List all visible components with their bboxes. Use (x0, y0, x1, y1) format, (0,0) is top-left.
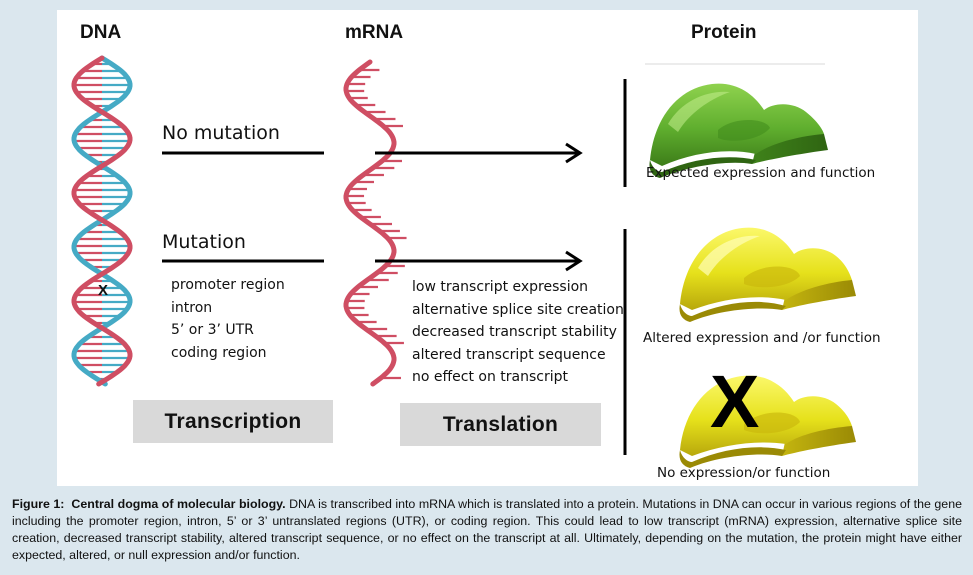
caption-text: DNA is transcribed into mRNA which is tr… (12, 497, 962, 562)
transcript-effect-item: altered transcript sequence (412, 346, 606, 363)
protein-expected (649, 83, 828, 178)
mutation-arrow (375, 250, 583, 272)
caption-label: Figure 1: (12, 497, 65, 511)
mutation-region-item: intron (171, 299, 213, 316)
transcript-effect-item: decreased transcript stability (412, 324, 617, 340)
null-protein-x-mark: X (710, 360, 760, 443)
transcript-effect-item: low transcript expression (412, 279, 589, 295)
protein-null (679, 375, 856, 468)
mutation-region-item: 5’ or 3’ UTR (171, 322, 254, 338)
mutation-regions-list: promoter region intron 5’ or 3’ UTR codi… (171, 274, 285, 364)
mrna-strand (343, 59, 407, 387)
dna-header: DNA (80, 22, 122, 43)
protein-altered (679, 227, 856, 322)
dna-helix (71, 55, 133, 387)
translation-label: Translation (442, 412, 559, 436)
protein-header: Protein (691, 22, 757, 43)
mrna-bases (346, 68, 407, 380)
no-mutation-label: No mutation (162, 122, 280, 144)
mutation-label: Mutation (162, 231, 246, 253)
null-outcome-label: No expression/or function (657, 465, 831, 481)
mutation-region-item: promoter region (171, 277, 285, 293)
transcript-effect-item: alternative splice site creation (412, 301, 624, 318)
transcription-label: Transcription (164, 409, 302, 433)
translation-box: Translation (400, 403, 601, 446)
mutation-region-item: coding region (171, 344, 267, 361)
expected-outcome-label: Expected expression and function (646, 165, 876, 181)
no-mutation-arrow (375, 142, 583, 164)
transcript-effects-list: low transcript expression alternative sp… (412, 276, 624, 389)
dna-strand-red (71, 55, 133, 387)
mrna-header: mRNA (345, 22, 404, 43)
caption-title: Central dogma of molecular biology. (71, 497, 286, 511)
figure-caption: Figure 1: Central dogma of molecular bio… (12, 496, 962, 564)
altered-outcome-label: Altered expression and /or function (643, 330, 881, 346)
mrna-backbone (343, 59, 397, 387)
transcription-box: Transcription (133, 400, 333, 443)
mutation-mark: X (98, 282, 109, 299)
transcript-effect-item: no effect on transcript (412, 369, 568, 385)
